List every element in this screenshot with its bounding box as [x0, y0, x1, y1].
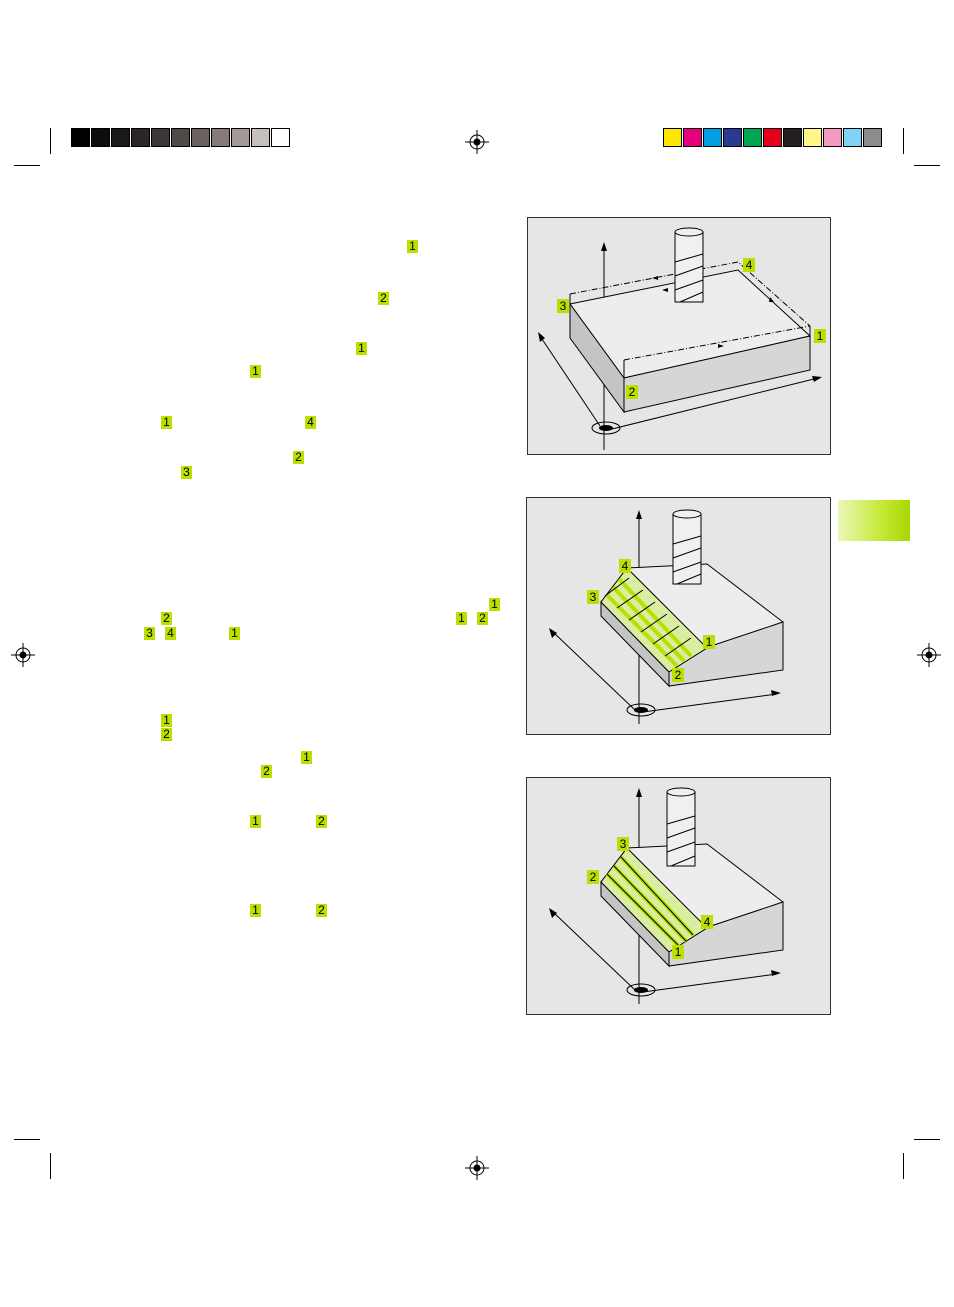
figure-label: 2 — [675, 668, 682, 682]
text-marker: 1 — [489, 598, 500, 611]
text-marker: 1 — [456, 612, 467, 625]
color-swatch — [111, 128, 130, 147]
color-swatch — [703, 128, 722, 147]
crop-mark — [50, 128, 51, 154]
figure-label: 3 — [560, 299, 567, 313]
text-marker: 1 — [250, 904, 261, 917]
text-marker: 3 — [144, 627, 155, 640]
text-marker: 2 — [261, 765, 272, 778]
color-swatch — [803, 128, 822, 147]
text-marker: 2 — [477, 612, 488, 625]
text-marker: 2 — [378, 292, 389, 305]
text-marker: 4 — [165, 627, 176, 640]
crop-mark — [903, 128, 904, 154]
color-swatch — [191, 128, 210, 147]
text-marker: 4 — [305, 416, 316, 429]
text-marker: 2 — [161, 728, 172, 741]
text-marker: 3 — [181, 466, 192, 479]
color-swatch — [91, 128, 110, 147]
color-swatch — [271, 128, 290, 147]
figure-label: 1 — [817, 329, 824, 343]
text-marker: 1 — [250, 815, 261, 828]
text-marker: 1 — [161, 714, 172, 727]
chapter-tab — [838, 500, 910, 541]
figure-label: 3 — [590, 590, 597, 604]
text-marker: 1 — [356, 342, 367, 355]
color-swatch — [763, 128, 782, 147]
color-swatch — [251, 128, 270, 147]
figure-label: 4 — [622, 559, 629, 573]
figure-label: 2 — [629, 385, 636, 399]
color-swatch — [231, 128, 250, 147]
color-swatch — [663, 128, 682, 147]
crop-mark — [14, 1139, 40, 1140]
color-swatch — [723, 128, 742, 147]
figure-chamfer-milling: 4 3 1 2 — [526, 497, 831, 735]
text-marker: 1 — [161, 416, 172, 429]
crop-mark — [50, 1153, 51, 1179]
figure-label: 4 — [704, 915, 711, 929]
crop-mark — [14, 165, 40, 166]
text-marker: 2 — [293, 451, 304, 464]
figure-label: 1 — [706, 635, 713, 649]
crop-mark — [914, 165, 940, 166]
registration-mark-icon — [11, 643, 35, 667]
figure-label: 1 — [675, 945, 682, 959]
registration-mark-icon — [465, 130, 489, 154]
figure-label: 4 — [746, 258, 753, 272]
crop-mark — [903, 1153, 904, 1179]
color-swatch — [823, 128, 842, 147]
registration-mark-icon — [917, 643, 941, 667]
figure-chamfer-longitudinal: 3 2 4 1 — [526, 777, 831, 1015]
crop-mark — [914, 1139, 940, 1140]
color-swatch — [71, 128, 90, 147]
color-swatch — [863, 128, 882, 147]
color-swatch — [783, 128, 802, 147]
color-swatch — [171, 128, 190, 147]
color-swatch — [131, 128, 150, 147]
text-marker: 2 — [161, 612, 172, 625]
figure-label: 3 — [620, 837, 627, 851]
text-marker: 2 — [316, 815, 327, 828]
registration-mark-icon — [465, 1156, 489, 1180]
text-marker: 1 — [250, 365, 261, 378]
color-swatch — [151, 128, 170, 147]
text-marker: 1 — [301, 751, 312, 764]
text-marker: 1 — [407, 240, 418, 253]
text-marker: 1 — [229, 627, 240, 640]
figure-label: 2 — [590, 870, 597, 884]
color-swatch — [843, 128, 862, 147]
color-swatch — [743, 128, 762, 147]
figure-face-milling-path: 4 3 1 2 — [527, 217, 831, 455]
color-swatch — [683, 128, 702, 147]
text-marker: 2 — [316, 904, 327, 917]
color-swatch — [211, 128, 230, 147]
